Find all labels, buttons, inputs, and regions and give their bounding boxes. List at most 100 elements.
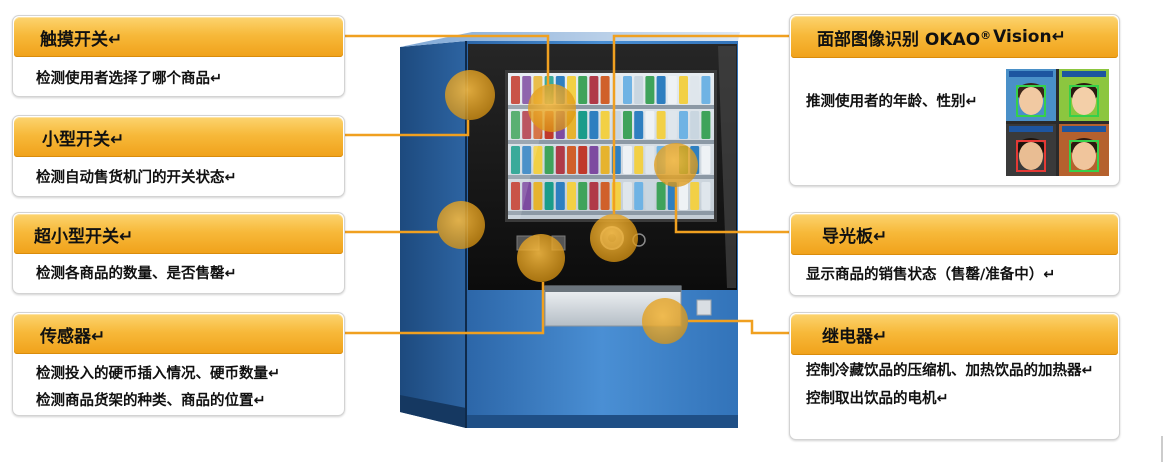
highlight-small-switch bbox=[445, 70, 495, 120]
callout-title: 面部图像识别 OKAO® Vision↵ bbox=[791, 16, 1118, 58]
product-can bbox=[522, 182, 532, 210]
machine-side-base bbox=[400, 395, 466, 428]
callout-line: 推测使用者的年龄、性别↵ bbox=[806, 94, 978, 110]
product-can bbox=[623, 182, 632, 210]
callout-description: 检测投入的硬币插入情况、硬币数量↵ 检测商品货架的种类、商品的位置↵ bbox=[13, 361, 344, 415]
tile-label bbox=[1062, 71, 1106, 77]
product-can bbox=[634, 146, 644, 174]
connector-lines bbox=[345, 34, 790, 335]
callout-line: 检测自动售货机门的开关状态↵ bbox=[36, 170, 237, 186]
callout-title-text: 导光板↵ bbox=[822, 227, 888, 247]
face bbox=[1019, 142, 1043, 170]
shelf bbox=[508, 140, 714, 144]
callout-line: 控制取出饮品的电机↵ bbox=[806, 391, 949, 407]
callout-title-text: 传感器↵ bbox=[40, 326, 106, 347]
callout-title-suffix: Vision↵ bbox=[993, 27, 1066, 47]
product-can bbox=[656, 111, 666, 139]
product-can bbox=[679, 111, 688, 139]
product-can bbox=[600, 182, 610, 210]
callout-description: 检测各商品的数量、是否售罄↵ bbox=[13, 264, 344, 284]
product-can bbox=[533, 146, 543, 174]
callout-description: 显示商品的销售状态（售罄/准备中）↵ bbox=[790, 265, 1119, 285]
product-can bbox=[645, 76, 655, 104]
detection-box bbox=[1016, 140, 1046, 172]
product-can bbox=[589, 111, 599, 139]
product-can bbox=[533, 182, 543, 210]
product-can bbox=[511, 76, 520, 104]
callout-title: 超小型开关↵ bbox=[14, 214, 343, 254]
highlight-sensor bbox=[517, 234, 565, 282]
connector-face-recognition bbox=[612, 34, 790, 214]
face-detection-photo-icon bbox=[1006, 69, 1109, 176]
callout-line: 检测商品货架的种类、商品的位置↵ bbox=[36, 393, 266, 409]
highlight-circles bbox=[437, 70, 698, 344]
callout-title: 传感器↵ bbox=[14, 314, 343, 354]
callout-title-text: 小型开关↵ bbox=[42, 129, 125, 150]
callout-title: 导光板↵ bbox=[791, 214, 1118, 255]
callout-description: 控制冷藏饮品的压缩机、加热饮品的加热器↵ 控制取出饮品的电机↵ bbox=[790, 357, 1119, 413]
product-can bbox=[623, 76, 632, 104]
callout-title-text: 面部图像识别 OKAO bbox=[817, 29, 981, 50]
highlight-relay bbox=[642, 298, 688, 344]
product-can bbox=[578, 76, 588, 104]
callout-title-text: 超小型开关↵ bbox=[34, 226, 134, 247]
product-can bbox=[511, 111, 520, 139]
callout-description: 检测自动售货机门的开关状态↵ bbox=[13, 168, 344, 188]
callout-line: 控制冷藏饮品的压缩机、加热饮品的加热器↵ bbox=[806, 363, 1094, 379]
face-sample-1 bbox=[1006, 69, 1056, 121]
product-can bbox=[679, 182, 688, 210]
callout-small-switch: 小型开关↵ 检测自动售货机门的开关状态↵ bbox=[12, 115, 345, 197]
callout-title: 小型开关↵ bbox=[14, 117, 343, 157]
callout-light-guide: 导光板↵ 显示商品的销售状态（售罄/准备中）↵ bbox=[789, 212, 1120, 296]
panel-reflection bbox=[718, 46, 736, 288]
detection-box bbox=[1016, 85, 1046, 117]
product-can bbox=[690, 76, 700, 104]
tile-label bbox=[1009, 71, 1053, 77]
callout-face-recognition: 面部图像识别 OKAO® Vision↵ 推测使用者的年龄、性别↵ bbox=[789, 14, 1120, 186]
shelf bbox=[508, 211, 714, 215]
face-sample-4 bbox=[1059, 124, 1109, 176]
product-can bbox=[634, 182, 644, 210]
callout-relay: 继电器↵ 控制冷藏饮品的压缩机、加热饮品的加热器↵ 控制取出饮品的电机↵ bbox=[789, 312, 1120, 440]
connector-relay bbox=[688, 319, 790, 335]
detection-box bbox=[1069, 85, 1099, 117]
callout-touch-switch: 触摸开关↵ 检测使用者选择了哪个商品↵ bbox=[12, 15, 345, 97]
product-can bbox=[690, 182, 700, 210]
product-can bbox=[679, 76, 688, 104]
tile-label bbox=[1062, 126, 1106, 132]
product-can bbox=[522, 76, 532, 104]
product-can bbox=[578, 111, 588, 139]
highlight-micro-switch bbox=[437, 201, 485, 249]
product-can bbox=[600, 76, 610, 104]
product-can bbox=[511, 182, 520, 210]
callout-line: 检测投入的硬币插入情况、硬币数量↵ bbox=[36, 366, 281, 382]
tile-label bbox=[1009, 126, 1053, 132]
product-can bbox=[701, 111, 711, 139]
face bbox=[1072, 142, 1096, 170]
callout-description: 检测使用者选择了哪个商品↵ bbox=[13, 69, 344, 89]
product-can bbox=[555, 146, 565, 174]
product-can bbox=[656, 76, 666, 104]
connector-sensor bbox=[345, 282, 545, 335]
face bbox=[1072, 87, 1096, 115]
machine-front-base bbox=[466, 415, 738, 428]
product-can bbox=[656, 182, 666, 210]
product-can bbox=[600, 146, 610, 174]
product-can bbox=[522, 146, 532, 174]
product-can bbox=[600, 111, 610, 139]
product-can bbox=[623, 111, 632, 139]
product-can bbox=[701, 182, 711, 210]
face bbox=[1019, 87, 1043, 115]
callout-description: 推测使用者的年龄、性别↵ bbox=[790, 92, 1119, 112]
product-can bbox=[645, 111, 655, 139]
product-can bbox=[701, 76, 711, 104]
coin-return bbox=[696, 299, 712, 316]
callout-title: 触摸开关↵ bbox=[14, 17, 343, 57]
shelf bbox=[508, 105, 714, 109]
connector-small-switch bbox=[345, 120, 470, 137]
callout-micro-switch: 超小型开关↵ 检测各商品的数量、是否售罄↵ bbox=[12, 212, 345, 294]
face-sample-3 bbox=[1006, 124, 1056, 176]
connector-touch-switch bbox=[345, 34, 550, 86]
callout-line: 显示商品的销售状态（售罄/准备中）↵ bbox=[806, 267, 1056, 283]
